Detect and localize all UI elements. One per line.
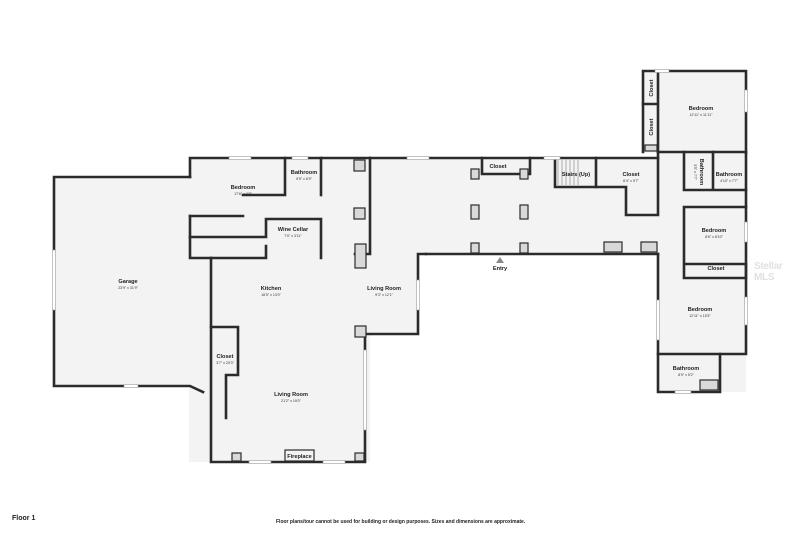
living-small-name: Living Room [367,286,401,292]
kitchen-name: Kitchen [261,286,282,292]
bathroom-ne-dims: 4'10" x 7'7" [720,179,738,183]
closet-east-dims: 6'4" x 9'7" [623,179,639,183]
bathroom-se-dims: 8'9" x 5'2" [678,373,694,377]
living-main-dims: 21'2" x 19'0" [281,399,301,403]
bathroom-narrow-name: Bathroom [698,159,704,185]
interior-walls [188,69,748,420]
windows [52,69,748,464]
floor-fills [54,71,746,462]
bedroom-ne-dims: 12'11" x 11'11" [690,113,714,117]
bedroom-mid-name: Bedroom [702,228,727,234]
fireplace-box [284,449,315,462]
wine-cellar-dims: 7'0" x 3'11" [284,234,302,238]
bathroom-se-name: Bathroom [673,366,699,372]
ne-bedroom-floor [643,71,746,153]
room-labels: Garage 23'9" x 31'9" Bedroom 17'6" x 8'8… [118,79,742,460]
living-small-dims: 9'3" x 12'1" [375,293,393,297]
floor-label: Floor 1 [12,515,36,522]
bathroom-ne-name: Bathroom [716,172,742,178]
small-living-floor [365,252,418,334]
garage-floor [54,177,190,386]
bedroom-se-dims: 12'11" x 15'3" [689,314,711,318]
closet-nw1-name: Closet [649,79,655,96]
garage-name: Garage [118,279,137,285]
bedroom-se-name: Bedroom [688,307,713,313]
closet-west-name: Closet [216,354,233,360]
kitchen-dims: 16'5" x 13'0" [261,293,281,297]
entry-label: Entry [493,266,508,272]
closet-west-dims: 3'7" x 20'3" [216,361,234,365]
east-wing-floor [658,152,746,392]
wine-cellar-name: Wine Cellar [278,227,309,233]
stairs-graphic [557,160,579,185]
bedroom-ne-name: Bedroom [689,106,714,112]
garage-dims: 23'9" x 31'9" [118,286,138,290]
columns [231,144,719,462]
west-wing-floor [189,158,370,462]
bedroom-west-dims: 17'6" x 8'8" [234,192,252,196]
garage-walls [52,175,205,394]
fireplace-name: Fireplace [287,454,312,460]
living-main-name: Living Room [274,392,308,398]
closet-mid-name: Closet [707,266,724,272]
bathroom-west-name: Bathroom [291,170,317,176]
west-wing-side-wall [188,214,213,260]
closet-nw2-name: Closet [649,118,655,135]
closet-east-name: Closet [622,172,639,178]
disclaimer-text: Floor plans/tour cannot be used for buil… [276,519,526,525]
bedroom-west-name: Bedroom [231,185,256,191]
closet-hall-name: Closet [489,164,506,170]
watermark-logo: Stellar MLS [754,261,783,283]
bedroom-mid-dims: 8'6" x 8'10" [705,235,723,239]
entry-arrow-icon [496,257,504,263]
center-hall-floor [370,158,658,254]
bathroom-west-dims: 5'5" x 6'9" [296,177,312,181]
stairs-name: Stairs (Up) [562,172,590,178]
bathroom-narrow-dims: 3'5" x 7'7" [693,164,697,180]
